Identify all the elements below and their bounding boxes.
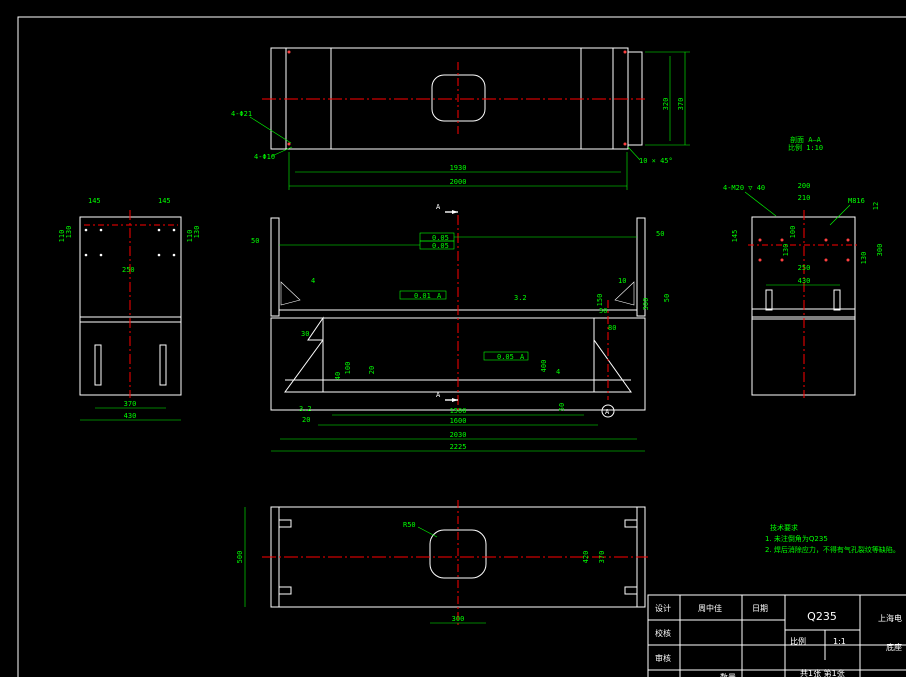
datum-symbol bbox=[601, 404, 615, 418]
title-block: 设计 周中佳 日期 校核 审核 Q235 比例 1:1 共1张 第1张 上海电 … bbox=[647, 594, 906, 677]
dim-bottom-height-outer: 500 bbox=[236, 551, 244, 564]
bottom-view: R50 300 500 420 370 bbox=[236, 500, 648, 628]
tolerance-flatness-b: 0.05 bbox=[497, 353, 514, 361]
dim-inner: 1500 bbox=[450, 407, 467, 415]
tolerance-datum-c: A bbox=[520, 353, 525, 361]
tb-weight-label: 数量 bbox=[720, 672, 736, 677]
dim-rib-b: 100 bbox=[344, 362, 352, 375]
roughness-a: 3.2 bbox=[514, 294, 527, 302]
tolerance-parallel-b: 0.01 bbox=[414, 292, 431, 300]
datum-label: A bbox=[605, 408, 610, 416]
left-view: 145 145 110 130 110 130 250 370 430 bbox=[58, 197, 201, 421]
weld-size-a: 4 bbox=[311, 277, 315, 285]
section-view: 剖面 A—A 比例 1:10 4-M20 ▽ 40 M816 200 210 1… bbox=[723, 135, 884, 398]
dim-left-top-left: 145 bbox=[88, 197, 101, 205]
weld-size-b: 4 bbox=[556, 368, 560, 376]
dim-left-a: 110 bbox=[58, 230, 66, 243]
section-mark-top: A bbox=[436, 203, 441, 211]
section-scale: 比例 1:10 bbox=[788, 143, 823, 152]
section-callout-thread: M816 bbox=[848, 197, 865, 205]
dim-step-b: 150 bbox=[596, 294, 604, 307]
notes-item-1: 1. 未注倒角为Q235 bbox=[765, 534, 828, 543]
top-view: 320 370 1930 2000 4-Φ21 4-Φ10 10 × 45° bbox=[231, 47, 690, 190]
tb-sheet-label: 共1张 第1张 bbox=[800, 668, 845, 677]
dim-top-overall: 2000 bbox=[450, 178, 467, 186]
dim-slot-radius: R50 bbox=[403, 521, 416, 529]
dim-rib-a: 30 bbox=[301, 330, 309, 338]
dim-top-height-outer: 370 bbox=[677, 98, 685, 111]
dim-step-a: 10 bbox=[618, 277, 626, 285]
hole-marker bbox=[287, 50, 291, 54]
section-dim-right-b: 300 bbox=[876, 244, 884, 257]
drawing-frame bbox=[17, 16, 906, 677]
dim-right-b: 130 bbox=[193, 226, 201, 239]
dim-left-top-right: 145 bbox=[158, 197, 171, 205]
dim-rib-c: 20 bbox=[368, 366, 376, 374]
tolerance-datum-b: A bbox=[437, 292, 442, 300]
dim-bottom-outer: 430 bbox=[124, 412, 137, 420]
dim-step-g: 400 bbox=[540, 360, 548, 373]
dim-bottom-height-mid: 420 bbox=[582, 551, 590, 564]
dim-step-d: 50 bbox=[663, 294, 671, 302]
tb-reviewer-label: 审核 bbox=[655, 653, 671, 663]
dim-left-b: 130 bbox=[65, 226, 73, 239]
hole-marker bbox=[623, 50, 627, 54]
dim-step-c: 80 bbox=[608, 324, 616, 332]
dim-slot-width: 300 bbox=[452, 615, 465, 623]
tb-checker-label: 校核 bbox=[655, 628, 671, 638]
tb-date-label: 日期 bbox=[752, 604, 768, 613]
section-dim-right-a: 130 bbox=[860, 252, 868, 265]
hole-marker bbox=[287, 142, 291, 146]
section-dim-right-c: 12 bbox=[872, 202, 880, 210]
callout-holes-small: 4-Φ10 bbox=[254, 153, 275, 161]
tolerance-flatness-a: 0.05 bbox=[432, 234, 449, 242]
section-dim-bottom-b: 430 bbox=[798, 277, 811, 285]
dim-step-e: 50 bbox=[599, 307, 607, 315]
dim-span: 1600 bbox=[450, 417, 467, 425]
dim-step-e2: 50 bbox=[558, 403, 566, 411]
section-mark-bottom: A bbox=[436, 391, 441, 399]
section-dim-left: 145 bbox=[731, 230, 739, 243]
dim-overall: 2225 bbox=[450, 443, 467, 451]
section-callout-holes: 4-M20 ▽ 40 bbox=[723, 184, 765, 192]
dim-rib-e: 20 bbox=[302, 416, 310, 424]
dim-right-a: 110 bbox=[186, 230, 194, 243]
section-dim-top-b: 210 bbox=[798, 194, 811, 202]
dim-outer: 2030 bbox=[450, 431, 467, 439]
dim-bottom-height-inner: 370 bbox=[598, 551, 606, 564]
tolerance-parallel-a: 0.05 bbox=[432, 242, 449, 250]
notes-item-2: 2. 焊后消除应力，不得有气孔裂纹等缺陷。 bbox=[765, 545, 900, 554]
section-dim-top-a: 200 bbox=[798, 182, 811, 190]
tb-company: 上海电 bbox=[878, 613, 902, 623]
tb-designer-name: 周中佳 bbox=[698, 603, 722, 613]
roughness-b: 3.2 bbox=[299, 405, 312, 413]
tb-part-name: 底座 bbox=[886, 642, 902, 652]
tb-scale-label: 比例 bbox=[790, 636, 806, 646]
technical-notes: 技术要求 1. 未注倒角为Q235 2. 焊后消除应力，不得有气孔裂纹等缺陷。 bbox=[765, 523, 900, 554]
section-dim-bottom-a: 250 bbox=[798, 264, 811, 272]
dim-rib-d: 40 bbox=[334, 372, 342, 380]
dim-right-wall: 50 bbox=[656, 230, 664, 238]
notes-heading: 技术要求 bbox=[770, 523, 798, 532]
tb-material: Q235 bbox=[807, 610, 837, 623]
dim-left-wall: 50 bbox=[251, 237, 259, 245]
hole-marker bbox=[623, 142, 627, 146]
tb-designer-label: 设计 bbox=[655, 603, 671, 613]
callout-chamfer: 10 × 45° bbox=[639, 157, 673, 165]
front-view: A A 0.05 0.05 0.01 A 0.05 A 50 50 4 4 3.… bbox=[251, 203, 671, 452]
dim-step-f: 300 bbox=[642, 298, 650, 311]
dim-top-inner: 1930 bbox=[450, 164, 467, 172]
section-dim-mid-b: 130 bbox=[782, 244, 790, 257]
dim-top-height-inner: 320 bbox=[662, 98, 670, 111]
bottom-slot bbox=[429, 529, 487, 579]
dim-hole-spacing: 250 bbox=[122, 266, 135, 274]
tb-scale-value: 1:1 bbox=[833, 637, 846, 646]
dim-bottom-inner: 370 bbox=[124, 400, 137, 408]
section-dim-mid: 100 bbox=[789, 226, 797, 239]
callout-holes-large: 4-Φ21 bbox=[231, 110, 252, 118]
section-title: 剖面 A—A bbox=[790, 135, 822, 144]
